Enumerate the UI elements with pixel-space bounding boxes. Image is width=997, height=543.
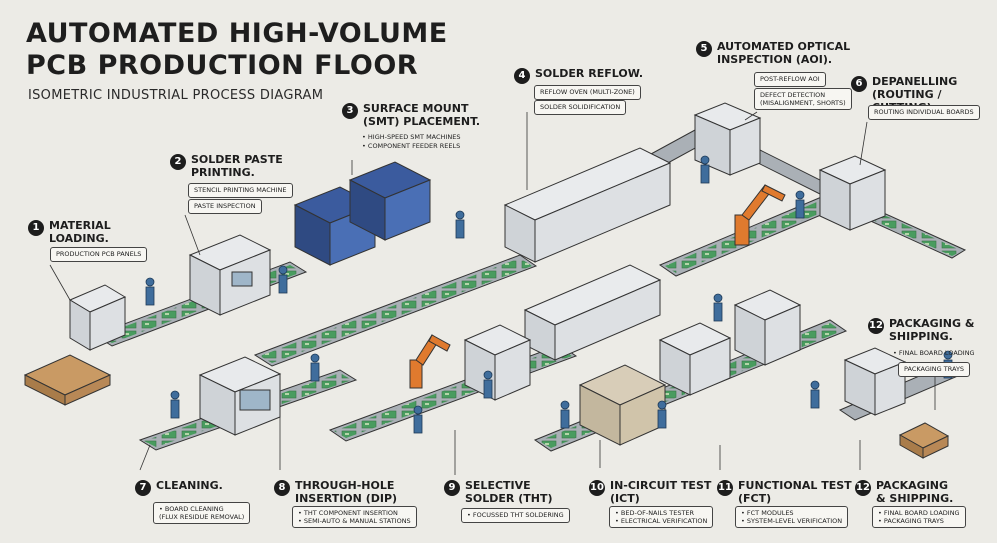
station-10-note-line-2: • ELECTRICAL VERIFICATION xyxy=(615,517,708,525)
station-8-note-line-2: • SEMI-AUTO & MANUAL STATIONS xyxy=(298,517,411,525)
station-2-label: 2 SOLDER PASTE PRINTING. xyxy=(170,153,283,179)
leader-lines xyxy=(49,111,936,475)
step-number-badge: 4 xyxy=(514,68,530,84)
station-12-lower-note: • FINAL BOARD LOADING • PACKAGING TRAYS xyxy=(872,506,966,528)
station-11-note: • FCT MODULES • SYSTEM-LEVEL VERIFICATIO… xyxy=(735,506,849,528)
station-title: FUNCTIONAL TEST (FCT) xyxy=(738,479,852,505)
station-8-note: • THT COMPONENT INSERTION • SEMI-AUTO & … xyxy=(292,506,417,528)
step-number-badge: 12 xyxy=(855,480,871,496)
step-number-badge: 1 xyxy=(28,220,44,236)
station-8-note-line-1: • THT COMPONENT INSERTION xyxy=(298,509,398,517)
robot-arms xyxy=(409,184,786,389)
station-title: SURFACE MOUNT (SMT) PLACEMENT. xyxy=(363,102,481,128)
station-1-label: 1 MATERIAL LOADING. xyxy=(28,219,111,245)
station-2-note-2: PASTE INSPECTION xyxy=(188,199,262,214)
station-5-note-1: POST-REFLOW AOI xyxy=(754,72,826,87)
workers xyxy=(145,155,953,434)
station-7-note: • BOARD CLEANING (FLUX RESIDUE REMOVAL) xyxy=(153,502,251,524)
step-number-badge: 3 xyxy=(342,103,358,119)
title-line-1: AUTOMATED HIGH-VOLUME xyxy=(26,18,448,49)
station-11-note-line-1: • FCT MODULES xyxy=(741,509,794,517)
station-5-label: 5 AUTOMATED OPTICAL INSPECTION (AOI). xyxy=(696,40,850,66)
station-12-label-lower: 12 PACKAGING & SHIPPING. xyxy=(855,479,953,505)
station-title: SELECTIVE SOLDER (THT) xyxy=(465,479,553,505)
machines xyxy=(68,102,950,459)
station-5-note-2-line-2: (MISALIGNMENT, SHORTS) xyxy=(760,99,846,107)
station-6-note: ROUTING INDIVIDUAL BOARDS xyxy=(868,105,980,120)
station-8-label: 8 THROUGH-HOLE INSERTION (DIP) xyxy=(274,479,397,505)
step-number-badge: 10 xyxy=(589,480,605,496)
step-number-badge: 8 xyxy=(274,480,290,496)
station-5-note-2-line-1: DEFECT DETECTION xyxy=(760,91,826,99)
page-subtitle: ISOMETRIC INDUSTRIAL PROCESS DIAGRAM xyxy=(28,88,324,103)
station-2-note-1: STENCIL PRINTING MACHINE xyxy=(188,183,293,198)
page-title: AUTOMATED HIGH-VOLUME PCB PRODUCTION FLO… xyxy=(26,18,448,82)
step-number-badge: 2 xyxy=(170,154,186,170)
station-title: MATERIAL LOADING. xyxy=(49,219,111,245)
station-9-note: • FOCUSSED THT SOLDERING xyxy=(461,508,570,523)
station-5-note-2: DEFECT DETECTION (MISALIGNMENT, SHORTS) xyxy=(754,88,852,110)
pcb-pallet xyxy=(23,354,112,406)
station-12-lower-note-line-2: • PACKAGING TRAYS xyxy=(878,517,944,525)
station-title: THROUGH-HOLE INSERTION (DIP) xyxy=(295,479,398,505)
step-number-badge: 12 xyxy=(868,318,884,334)
station-1-note: PRODUCTION PCB PANELS xyxy=(50,247,148,262)
station-7-note-line-1: • BOARD CLEANING xyxy=(159,505,224,513)
step-number-badge: 5 xyxy=(696,41,712,57)
station-10-note: • BED-OF-NAILS TESTER • ELECTRICAL VERIF… xyxy=(609,506,714,528)
station-11-label: 11 FUNCTIONAL TEST (FCT) xyxy=(717,479,852,505)
station-3-label: 3 SURFACE MOUNT (SMT) PLACEMENT. xyxy=(342,102,480,128)
station-3-note-1: • HIGH-SPEED SMT MACHINES xyxy=(362,133,461,141)
step-number-badge: 7 xyxy=(135,480,151,496)
station-title: PACKAGING & SHIPPING. xyxy=(889,317,975,343)
station-12-upper-note-1: • FINAL BOARD LOADING xyxy=(893,349,975,357)
station-7-label: 7 CLEANING. xyxy=(135,479,223,496)
station-7-note-line-2: (FLUX RESIDUE REMOVAL) xyxy=(159,513,245,521)
station-title: SOLDER PASTE PRINTING. xyxy=(191,153,283,179)
station-title: PACKAGING & SHIPPING. xyxy=(876,479,954,505)
station-4-note-2: SOLDER SOLIDIFICATION xyxy=(534,100,627,115)
station-11-note-line-2: • SYSTEM-LEVEL VERIFICATION xyxy=(741,517,843,525)
station-title: CLEANING. xyxy=(156,479,223,492)
station-10-label: 10 IN-CIRCUIT TEST (ICT) xyxy=(589,479,711,505)
station-9-label: 9 SELECTIVE SOLDER (THT) xyxy=(444,479,553,505)
station-12-upper-note-2: PACKAGING TRAYS xyxy=(898,362,971,377)
station-3-note-2: • COMPONENT FEEDER REELS xyxy=(362,142,461,150)
station-12-lower-note-line-1: • FINAL BOARD LOADING xyxy=(878,509,960,517)
station-12-label-upper: 12 PACKAGING & SHIPPING. xyxy=(868,317,974,343)
station-10-note-line-1: • BED-OF-NAILS TESTER xyxy=(615,509,695,517)
step-number-badge: 11 xyxy=(717,480,733,496)
step-number-badge: 6 xyxy=(851,76,867,92)
station-title: AUTOMATED OPTICAL INSPECTION (AOI). xyxy=(717,40,851,66)
step-number-badge: 9 xyxy=(444,480,460,496)
station-4-label: 4 SOLDER REFLOW. xyxy=(514,67,643,84)
station-title: IN-CIRCUIT TEST (ICT) xyxy=(610,479,712,505)
title-line-2: PCB PRODUCTION FLOOR xyxy=(26,50,419,81)
station-4-note-1: REFLOW OVEN (MULTI-ZONE) xyxy=(534,85,641,100)
station-title: SOLDER REFLOW. xyxy=(535,67,644,80)
